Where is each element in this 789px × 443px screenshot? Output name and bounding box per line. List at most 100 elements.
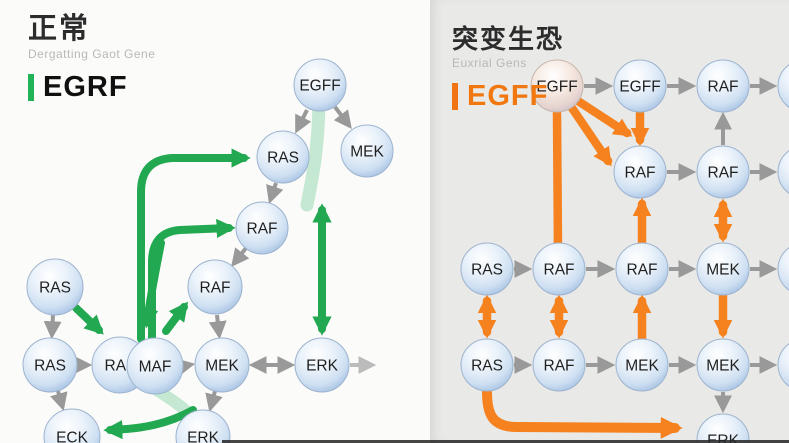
node-label: RAF	[544, 358, 575, 375]
node-label: ERK	[306, 358, 339, 375]
node-label: EGFF	[536, 79, 577, 96]
node-label: RAF	[625, 165, 656, 182]
node-RAS: RAS	[26, 258, 84, 316]
gray-arrow	[208, 314, 227, 340]
node-label: RAF	[708, 79, 739, 96]
node-label: MEK	[350, 144, 384, 161]
node-circle	[532, 338, 586, 392]
node-circle	[293, 58, 347, 112]
node-circle	[777, 64, 789, 108]
node-label: MEK	[625, 358, 659, 375]
normal-title: 正常	[28, 13, 91, 45]
node-RAS: RAS	[22, 337, 78, 393]
mutant-subtitle: Euxrial Gens	[452, 56, 527, 71]
node-circle	[187, 259, 243, 315]
orange-accent-bar	[452, 83, 458, 111]
gray-arrow	[295, 109, 312, 134]
node-MEK: MEK	[696, 242, 750, 296]
node-label: RAF	[200, 280, 231, 297]
orange-arrow	[482, 387, 683, 439]
node-circle	[532, 242, 586, 296]
node-circle	[43, 408, 101, 443]
node-label: RAS	[39, 280, 71, 297]
node-circle	[696, 242, 750, 296]
node-circle	[175, 409, 231, 443]
orange-arrow	[573, 96, 633, 138]
node-ERK: ERK	[175, 409, 231, 443]
node-MEK: MEK	[615, 338, 669, 392]
node-circle	[777, 247, 789, 291]
node-circle	[256, 130, 310, 184]
pale-arrow	[300, 96, 326, 212]
gray-arrow	[175, 358, 196, 377]
node-circle	[235, 201, 289, 255]
node-label: ECK	[56, 430, 89, 443]
green-arrow	[148, 218, 236, 343]
node-MEK: MEK	[340, 124, 394, 178]
node-partial	[777, 343, 789, 387]
node-RAS: RAS	[460, 242, 514, 296]
node-circle	[22, 337, 78, 393]
node-RAS: RAS	[460, 338, 514, 392]
node-partial	[777, 247, 789, 291]
node-label: ERK	[707, 433, 740, 443]
node-circle	[530, 59, 584, 113]
node-circle	[615, 242, 669, 296]
gray-arrow	[50, 390, 68, 412]
node-RAF: RAF	[613, 145, 667, 199]
green-arrow	[162, 301, 189, 335]
node-label: EGFF	[299, 78, 340, 95]
gray-arrow	[43, 314, 62, 340]
node-RAF: RAF	[532, 338, 586, 392]
normal-panel-header: 正常 Dergatting Gaot Gene EGRF	[28, 14, 155, 104]
gray-arrow	[333, 105, 352, 130]
node-circle	[340, 124, 394, 178]
node-RAF: RAF	[615, 242, 669, 296]
node-circle	[777, 343, 789, 387]
node-RAF: RAF	[532, 242, 586, 296]
mutant-panel-header: 突变生恐 Euxrial Gens EGFF	[452, 25, 564, 113]
node-RAF: RAF	[696, 145, 750, 199]
node-EGFF: EGFF	[530, 59, 584, 113]
node-EGFF: EGFF	[293, 58, 347, 112]
node-circle	[294, 337, 350, 393]
green-arrow	[139, 239, 165, 329]
node-circle	[460, 338, 514, 392]
node-circle	[696, 338, 750, 392]
node-circle	[777, 150, 789, 194]
mutant-gene-label: EGFF	[467, 80, 549, 113]
node-label: EGFF	[619, 79, 660, 96]
node-circle	[696, 145, 750, 199]
node-MEK: MEK	[194, 337, 250, 393]
node-RAF: RAF	[187, 259, 243, 315]
node-label: MAF	[139, 359, 172, 376]
node-partial	[777, 150, 789, 194]
green-accent-bar	[28, 74, 34, 102]
node-circle	[460, 242, 514, 296]
mutant-gene-row: EGFF	[452, 80, 564, 113]
node-MEK: MEK	[696, 338, 750, 392]
node-RAF: RAF	[235, 201, 289, 255]
node-label: MEK	[706, 358, 740, 375]
node-label: MEK	[205, 358, 239, 375]
node-partial	[777, 64, 789, 108]
green-arrow	[137, 148, 251, 343]
node-EGFF: EGFF	[613, 59, 667, 113]
orange-arrow	[552, 108, 563, 257]
node-circle	[26, 258, 84, 316]
node-circle	[615, 338, 669, 392]
video-progress-artifact	[222, 440, 789, 443]
node-circle	[696, 59, 750, 113]
node-ECK: ECK	[43, 408, 101, 443]
node-circle	[126, 337, 184, 395]
node-label: RAS	[267, 150, 299, 167]
gray-arrow	[266, 182, 284, 204]
node-circle	[194, 337, 250, 393]
node-label: RAF	[708, 165, 739, 182]
gray-arrow	[231, 246, 250, 267]
node-label: RAS	[471, 262, 503, 279]
